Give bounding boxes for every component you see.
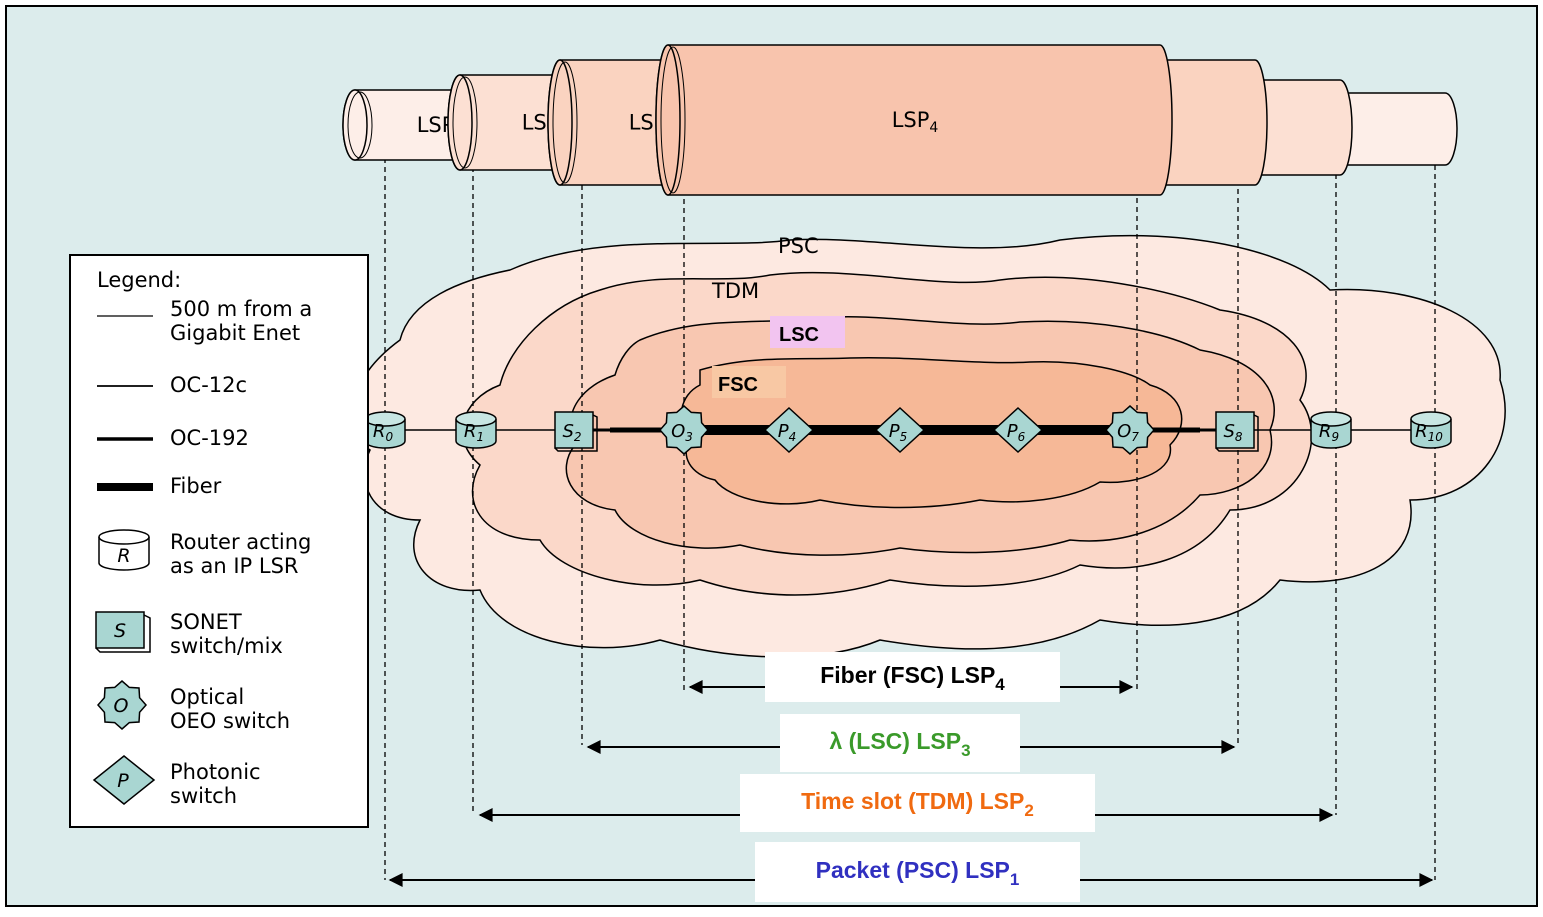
lsp-span-fsc: Fiber (FSC) LSP4 xyxy=(688,652,1134,702)
lsp-span-tdm: Time slot (TDM) LSP2 xyxy=(478,774,1334,832)
legend-item-label: Fiber xyxy=(170,474,222,498)
photonic-switch-icon xyxy=(763,406,815,454)
tube-rim-inner xyxy=(452,76,478,169)
router-icon xyxy=(455,419,497,449)
optical-switch-icon xyxy=(1105,405,1155,455)
node-label: R xyxy=(117,545,130,567)
tube-rim xyxy=(547,59,573,186)
span-label-bg xyxy=(780,714,1020,772)
legend-item-label: switch/mix xyxy=(170,634,283,658)
node-s2: S2 xyxy=(554,411,598,452)
lsc-region-label: LSC xyxy=(779,324,819,346)
network-nodes: R0 R1 S2 O3 P4 P5 P6 O7 S8 R9 R10 xyxy=(364,405,1452,455)
node-p6: P6 xyxy=(992,406,1044,454)
span-label-bg xyxy=(755,842,1080,902)
legend-item-label: Photonic xyxy=(170,760,261,784)
psc-region-label: PSC xyxy=(778,234,819,258)
sonet-shadow xyxy=(1215,414,1259,452)
photonic-switch-icon xyxy=(992,406,1044,454)
tube-rim-inner xyxy=(347,91,373,159)
legend-item-line-oc12: OC-12c xyxy=(97,373,247,397)
router-top xyxy=(98,529,150,545)
legend-item-label: 500 m from a xyxy=(170,297,312,321)
legend-item-label: OC-192 xyxy=(170,426,249,450)
router-icon xyxy=(98,537,150,571)
optical-switch-icon xyxy=(97,680,147,730)
sonet-shadow xyxy=(95,614,151,653)
router-top xyxy=(455,411,497,427)
fsc-region-label: FSC xyxy=(718,374,758,396)
optical-switch-icon xyxy=(659,405,709,455)
legend-item-label: Router acting xyxy=(170,530,311,554)
node-r10: R10 xyxy=(1410,411,1452,449)
legend-item-label: Optical xyxy=(170,685,244,709)
legend-item-label: OC-12c xyxy=(170,373,247,397)
tube-rim xyxy=(655,44,681,196)
lsc-label-bg xyxy=(770,316,845,348)
lsp-span-psc: Packet (PSC) LSP1 xyxy=(388,842,1434,902)
node-o7: O7 xyxy=(1105,405,1155,455)
node-label: S xyxy=(114,620,126,642)
alignment-guides xyxy=(384,120,1436,880)
legend-item-label: OEO switch xyxy=(170,709,290,733)
node-p4: P4 xyxy=(763,406,815,454)
router-icon xyxy=(1410,419,1452,449)
legend-item-label: SONET xyxy=(170,610,242,634)
legend-item-label: as an IP LSR xyxy=(170,554,299,578)
node-s8: S8 xyxy=(1215,411,1259,452)
tube-rim xyxy=(447,74,473,171)
legend-title: Legend: xyxy=(97,268,181,292)
legend-item-label: switch xyxy=(170,784,237,808)
node-p5: P5 xyxy=(874,406,926,454)
router-top xyxy=(1410,411,1452,427)
sonet-switch-icon xyxy=(95,611,145,649)
span-label-bg xyxy=(765,652,1060,702)
span-label-bg xyxy=(740,774,1095,832)
lsp-span-lsc: λ (LSC) LSP3 xyxy=(586,714,1236,772)
tube-rim xyxy=(342,89,368,161)
legend-item-line-oc192: OC-192 xyxy=(97,426,249,450)
node-label: O xyxy=(114,695,129,717)
router-icon xyxy=(1310,419,1352,449)
tube-rim-inner xyxy=(660,46,686,194)
sonet-switch-icon xyxy=(554,411,594,449)
lsp-tubes: LSP1LSP2LSP3LSP4 xyxy=(342,44,1458,196)
node-r1: R1 xyxy=(455,411,497,449)
node-r0: R0 xyxy=(364,411,406,449)
lsp-tube-4: LSP4 xyxy=(655,44,1173,196)
node-label: P xyxy=(117,770,129,792)
router-top xyxy=(1310,411,1352,427)
photonic-switch-icon xyxy=(874,406,926,454)
node-r9: R9 xyxy=(1310,411,1352,449)
node-o3: O3 xyxy=(659,405,709,455)
tdm-region-label: TDM xyxy=(711,279,759,303)
tube-rim-inner xyxy=(552,61,578,184)
fsc-label-bg xyxy=(712,366,786,398)
photonic-switch-icon xyxy=(92,755,156,805)
sonet-shadow xyxy=(554,414,598,452)
sonet-switch-icon xyxy=(1215,411,1255,449)
legend-item-line-fiber: Fiber xyxy=(97,474,222,498)
legend-item-label: Gigabit Enet xyxy=(170,321,300,345)
